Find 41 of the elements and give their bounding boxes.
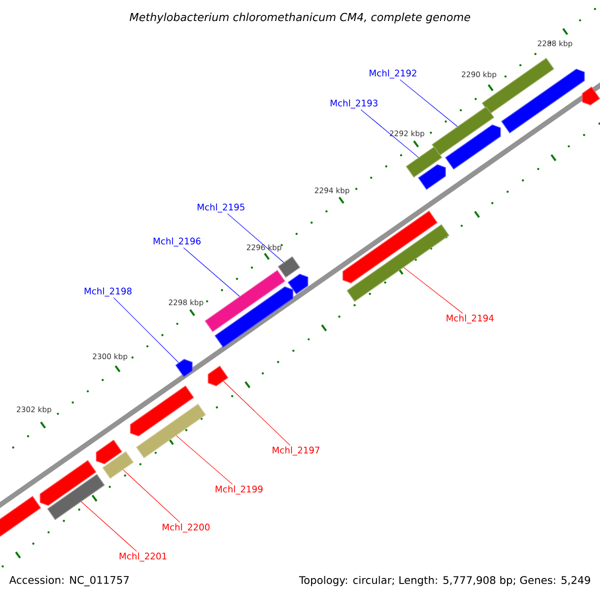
gene-label: Mchl_2192 <box>370 70 416 78</box>
gene-feature <box>288 274 308 294</box>
leader-line <box>113 297 179 363</box>
leader-line <box>223 380 290 446</box>
gene-feature <box>175 358 193 378</box>
gene-feature <box>342 210 438 284</box>
gene-feature <box>214 286 294 348</box>
gene-label: Mchl_2199 <box>216 486 263 494</box>
leader-line <box>176 435 233 485</box>
gene-feature <box>40 460 96 506</box>
genome-stats-text: Topology: circular; Length: 5,777,908 bp; Genes: 5,249 <box>299 576 590 586</box>
gene-label: Mchl_2196 <box>154 238 201 246</box>
leader-line <box>122 470 180 523</box>
gene-label: Mchl_2200 <box>162 524 210 532</box>
gene-feature <box>582 86 600 106</box>
leader-line <box>400 79 458 127</box>
gene-feature <box>501 68 585 134</box>
leader-line <box>360 109 419 158</box>
leader-line <box>403 267 463 314</box>
gene-bar <box>432 106 494 156</box>
leader-line <box>183 247 240 297</box>
title: Methylobacterium chloromethanicum CM4, complete genome <box>130 12 470 24</box>
gene-label: Mchl_2201 <box>120 552 166 562</box>
leader-line <box>80 501 137 552</box>
gene-feature <box>130 385 194 436</box>
gene-bar <box>278 256 300 278</box>
gene-label: Mchl_2198 <box>84 288 132 296</box>
gene-feature <box>418 164 446 190</box>
accession-text: Accession: NC_011757 <box>9 576 129 586</box>
gene-bar <box>102 451 134 479</box>
gene-label: Mchl_2193 <box>330 100 378 108</box>
gene-label: Mchl_2195 <box>198 204 244 212</box>
leader-line <box>227 213 284 263</box>
gene-bar <box>482 58 554 114</box>
gene-feature <box>96 440 122 464</box>
gene-feature <box>208 366 228 386</box>
gene-feature <box>445 124 501 170</box>
gene-label: Mchl_2197 <box>272 446 320 456</box>
gene-bar <box>346 224 450 302</box>
gene-label: Mchl_2194 <box>446 314 494 324</box>
gene-bar <box>136 404 206 458</box>
